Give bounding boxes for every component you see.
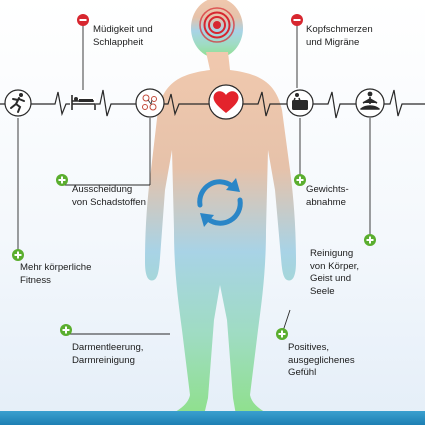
positive-marker-darm [60,324,72,336]
label-positives-line1: Positives, [288,342,330,353]
label-darm-line2: Darmreinigung [72,354,135,366]
label-gewicht-line1: Gewichts- [306,184,349,195]
headache-icon [199,7,235,43]
label-muedigkeit-line2: Schlappheit [93,36,144,48]
label-positives: Positives, ausgeglichenes Gefühl [288,342,355,380]
label-kopfschmerzen-line2: und Migräne [306,36,360,48]
label-reinigung-line1: Reinigung [310,248,354,259]
label-ausscheidung-line1: Ausscheidung [72,184,133,195]
label-reinigung-line4: Seele [310,285,335,297]
label-fitness-line1: Mehr körperliche [20,262,92,273]
positive-marker-ausscheidung [56,174,68,186]
label-fitness-line2: Fitness [20,274,51,286]
label-gewicht-line2: abnahme [306,196,347,208]
negative-marker-kopfschmerzen [291,14,303,26]
label-fitness: Mehr körperliche Fitness [20,262,91,287]
label-gewicht: Gewichts- abnahme [306,184,349,209]
sleeping-bed-icon [70,95,96,110]
label-kopfschmerzen: Kopfschmerzen und Migräne [306,24,373,49]
heart-icon [208,84,244,120]
label-positives-line2: ausgeglichenes [288,354,355,366]
cycle-arrows-icon [197,178,243,227]
label-darm-line1: Darmentleerung, [72,342,144,353]
label-darm: Darmentleerung, Darmreinigung [72,342,143,367]
label-ausscheidung-line2: von Schadstoffen [72,196,146,208]
positive-marker-reinigung [364,234,376,246]
connector-lines [17,20,371,335]
body-silhouette [145,0,296,415]
label-positives-line3: Gefühl [288,367,317,378]
scale-icon [286,89,314,117]
label-kopfschmerzen-line1: Kopfschmerzen [306,24,373,35]
pulse-line [0,89,425,119]
positive-marker-positives [276,328,288,340]
label-muedigkeit-line1: Müdigkeit und [93,24,153,35]
toxins-icon [135,88,165,118]
label-ausscheidung: Ausscheidung von Schadstoffen [72,184,146,209]
meditation-icon [355,88,385,118]
floor-strip [0,411,425,425]
label-reinigung-line2: von Körper, [310,260,360,272]
positive-marker-gewicht [294,174,306,186]
label-reinigung-line3: Geist und [310,273,352,284]
label-reinigung: Reinigung von Körper, Geist und Seele [310,248,359,298]
positive-marker-fitness [12,249,24,261]
negative-marker-muedigkeit [77,14,89,26]
runner-icon [4,89,32,117]
label-muedigkeit: Müdigkeit und Schlappheit [93,24,153,49]
